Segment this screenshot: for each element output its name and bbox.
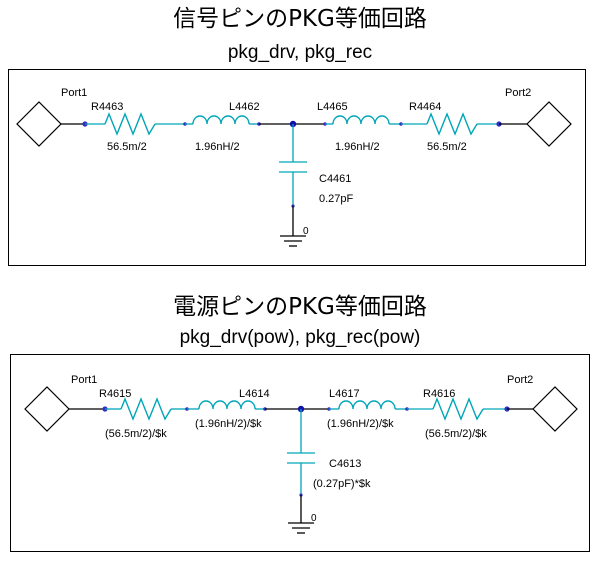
port2-label: Port2 <box>507 374 533 386</box>
ground-label: 0 <box>311 513 317 524</box>
resistor-r4616[interactable] <box>432 397 484 421</box>
signal-subtitle: pkg_drv, pkg_rec <box>227 42 373 63</box>
r4464-value: 56.5m/2 <box>427 141 467 153</box>
power-schematic: Port1 R4615 (56.5m/2)/$k L4614 (1.96nH/2… <box>24 374 578 534</box>
port1-label: Port1 <box>61 87 87 99</box>
capacitor-c4613[interactable] <box>287 452 315 464</box>
r4615-name: R4615 <box>99 388 131 400</box>
l4614-name: L4614 <box>239 388 270 400</box>
r4615-value: (56.5m/2)/$k <box>105 428 167 440</box>
resistor-r4464[interactable] <box>426 112 478 136</box>
port1-label: Port1 <box>71 374 97 386</box>
r4616-value: (56.5m/2)/$k <box>425 428 487 440</box>
signal-circuit-panel: Port1 R4463 56.5m/2 L4462 1.96nH/2 L4465… <box>8 69 586 266</box>
c4461-value: 0.27pF <box>319 193 354 205</box>
ground-symbol <box>280 235 306 247</box>
power-subtitle: pkg_drv(pow), pkg_rec(pow) <box>179 327 421 348</box>
port1-symbol[interactable] <box>24 386 70 432</box>
c4613-name: C4613 <box>329 458 361 470</box>
r4463-name: R4463 <box>91 101 123 113</box>
signal-title: 信号ピンのPKG等価回路 <box>173 6 427 32</box>
power-title: 電源ピンのPKG等価回路 <box>173 294 427 320</box>
c4613-value: (0.27pF)*$k <box>313 478 371 490</box>
port1-symbol[interactable] <box>16 101 62 147</box>
r4464-name: R4464 <box>409 101 441 113</box>
resistor-r4615[interactable] <box>120 397 172 421</box>
l4465-value: 1.96nH/2 <box>335 141 380 153</box>
ground-label: 0 <box>303 226 309 237</box>
inductor-l4617[interactable] <box>338 400 396 410</box>
resistor-r4463[interactable] <box>104 112 156 136</box>
c4461-name: C4461 <box>319 173 351 185</box>
inductor-l4462[interactable] <box>192 115 250 125</box>
l4462-value: 1.96nH/2 <box>195 141 240 153</box>
port2-symbol[interactable] <box>526 101 572 147</box>
signal-schematic: Port1 R4463 56.5m/2 L4462 1.96nH/2 L4465… <box>16 87 572 247</box>
port2-symbol[interactable] <box>532 386 578 432</box>
l4465-name: L4465 <box>317 101 348 113</box>
port2-label: Port2 <box>505 87 531 99</box>
power-circuit-panel: Port1 R4615 (56.5m/2)/$k L4614 (1.96nH/2… <box>10 354 590 552</box>
l4617-name: L4617 <box>329 388 360 400</box>
l4462-name: L4462 <box>229 101 260 113</box>
inductor-l4614[interactable] <box>198 400 256 410</box>
l4617-value: (1.96nH/2)/$k <box>327 418 394 430</box>
l4614-value: (1.96nH/2)/$k <box>195 418 262 430</box>
r4463-value: 56.5m/2 <box>107 141 147 153</box>
inductor-l4465[interactable] <box>332 115 390 125</box>
ground-symbol <box>288 522 314 534</box>
r4616-name: R4616 <box>423 388 455 400</box>
capacitor-c4461[interactable] <box>279 161 307 173</box>
